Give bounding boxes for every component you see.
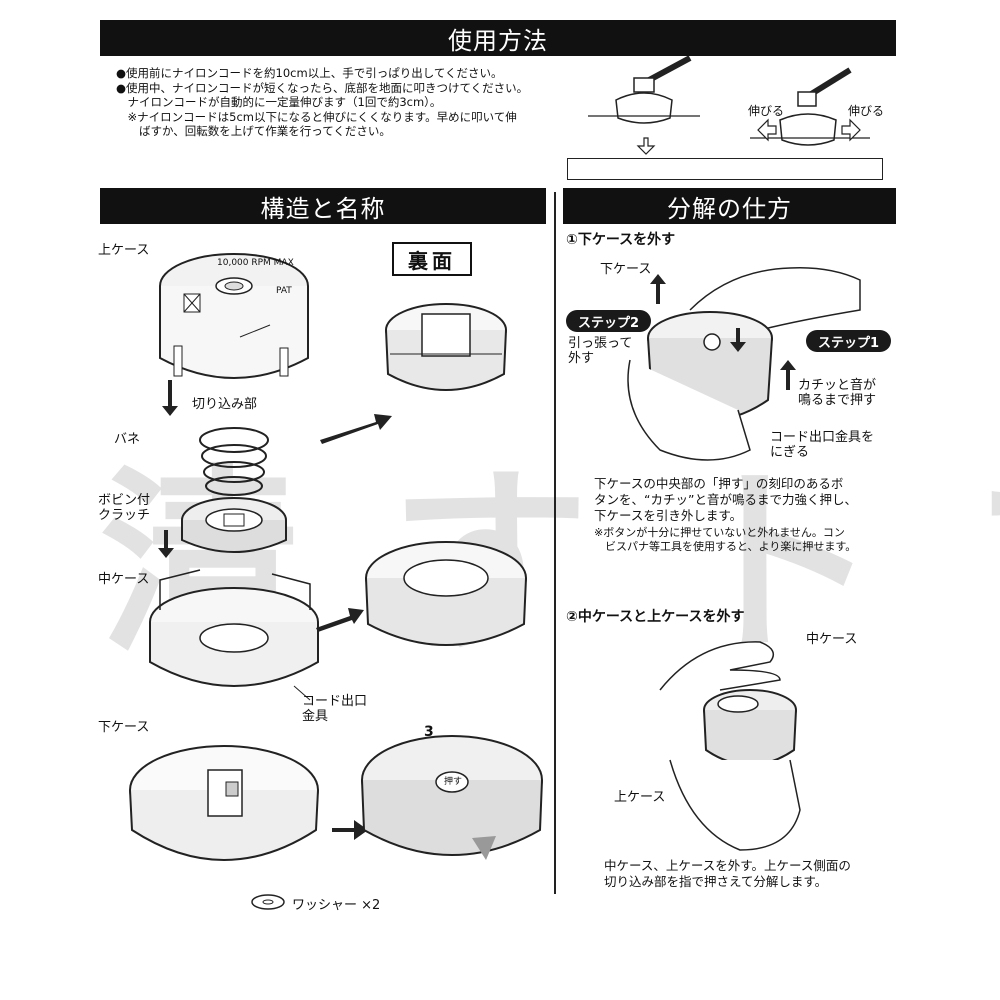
bobbin-label-2: クラッチ (98, 508, 151, 523)
pat-text: PAT (276, 286, 292, 296)
structure-header: 構造と名称 (100, 188, 546, 224)
usage-header: 使用方法 (100, 20, 896, 56)
pull-label-2: 外す (568, 351, 595, 366)
usage-line: ナイロンコードが自動的に一定量伸びます（1回で約3cm）。 (116, 95, 442, 109)
extend-right-label: 伸びる (848, 104, 885, 118)
step1-note-line: ※ボタンが十分に押せていないと外れません。コン (594, 526, 845, 539)
bobbin-clutch-drawing (181, 497, 287, 553)
column-divider (554, 192, 556, 894)
grip-label-2: にぎる (770, 445, 810, 460)
notch-label: 切り込み部 (192, 397, 258, 412)
step1-note: ※ボタンが十分に押せていないと外れません。コン ビスパナ等工具を使用すると、より… (594, 526, 856, 554)
bobbin-label-1: ボビン付 (98, 493, 151, 508)
back-side-label: 裏面 (392, 242, 472, 276)
step2-text-line: 切り込み部を指で押さえて分解します。 (604, 874, 828, 889)
back-middle-drawing (365, 541, 527, 646)
usage-line: ばすか、回転数を上げて作業を行ってください。 (116, 124, 391, 138)
cord-outlet-label-2: 金具 (302, 709, 329, 724)
usage-line: ●使用前にナイロンコードを約10cm以上、手で引っぱり出してください。 (116, 66, 503, 80)
step1-title: ①下ケースを外す (566, 232, 676, 248)
structure-illustration (129, 253, 543, 910)
cord-outlet-label-1: コード出口 (302, 694, 368, 709)
click-label-2: 鳴るまで押す (798, 393, 877, 408)
disassembly-step1-illustration (627, 267, 861, 461)
step1-text-line: タンを、“カチッ”と音が鳴るまで力強く押し、 (594, 492, 857, 507)
step1-text-line: 下ケースの中央部の「押す」の刻印のあるボ (594, 476, 844, 491)
disassembly-step2-illustration (659, 641, 801, 851)
step1-badge: ステップ1 (806, 330, 892, 352)
washer-label: ワッシャー ×2 (292, 898, 381, 913)
upper-case-drawing (159, 253, 309, 379)
usage-trimmer-illustration (588, 55, 870, 155)
step2-title: ②中ケースと上ケースを外す (566, 609, 745, 625)
spring-label: バネ (114, 432, 141, 447)
back-lower-drawing (361, 735, 543, 860)
step1-text-line: 下ケースを引き外します。 (594, 508, 743, 523)
step2-description: 中ケース、上ケースを外す。上ケース側面の 切り込み部を指で押さえて分解します。 (604, 858, 851, 890)
spring-drawing (199, 427, 269, 496)
click-label-1: カチッと音が (798, 378, 877, 393)
step1-lower-case-label: 下ケース (600, 262, 652, 277)
lower-case-label: 下ケース (98, 720, 150, 735)
usage-instructions: ●使用前にナイロンコードを約10cm以上、手で引っぱり出してください。 ●使用中… (116, 66, 566, 139)
step2-middle-case-label: 中ケース (806, 632, 858, 647)
step1-description: 下ケースの中央部の「押す」の刻印のあるボ タンを、“カチッ”と音が鳴るまで力強く… (594, 476, 857, 524)
pull-label-1: 引っ張って (568, 336, 633, 351)
middle-case-label: 中ケース (98, 572, 150, 587)
extend-left-label: 伸びる (748, 104, 785, 118)
push-mark: 押す (444, 777, 463, 787)
step2-badge: ステップ2 (566, 310, 652, 332)
washer-drawing (251, 894, 285, 910)
middle-case-drawing (149, 569, 319, 687)
disassembly-header: 分解の仕方 (563, 188, 896, 224)
step1-note-line: ビスパナ等工具を使用すると、より楽に押せます。 (594, 540, 857, 553)
back-upper-drawing (385, 303, 507, 391)
number-3-mark: 3 (424, 724, 434, 740)
rpm-text: 10,000 RPM MAX (217, 258, 294, 268)
upper-case-label: 上ケース (98, 243, 150, 258)
step2-text-line: 中ケース、上ケースを外す。上ケース側面の (604, 858, 851, 873)
usage-blank-box (567, 158, 883, 180)
usage-line: ●使用中、ナイロンコードが短くなったら、底部を地面に叩きつけてください。 (116, 80, 529, 95)
usage-line: ※ナイロンコードは5cm以下になると伸びにくくなります。早めに叩いて伸 (116, 109, 517, 124)
lower-case-drawing (129, 745, 319, 861)
step2-upper-case-label: 上ケース (614, 790, 666, 805)
grip-label-1: コード出口金具を (770, 430, 875, 445)
